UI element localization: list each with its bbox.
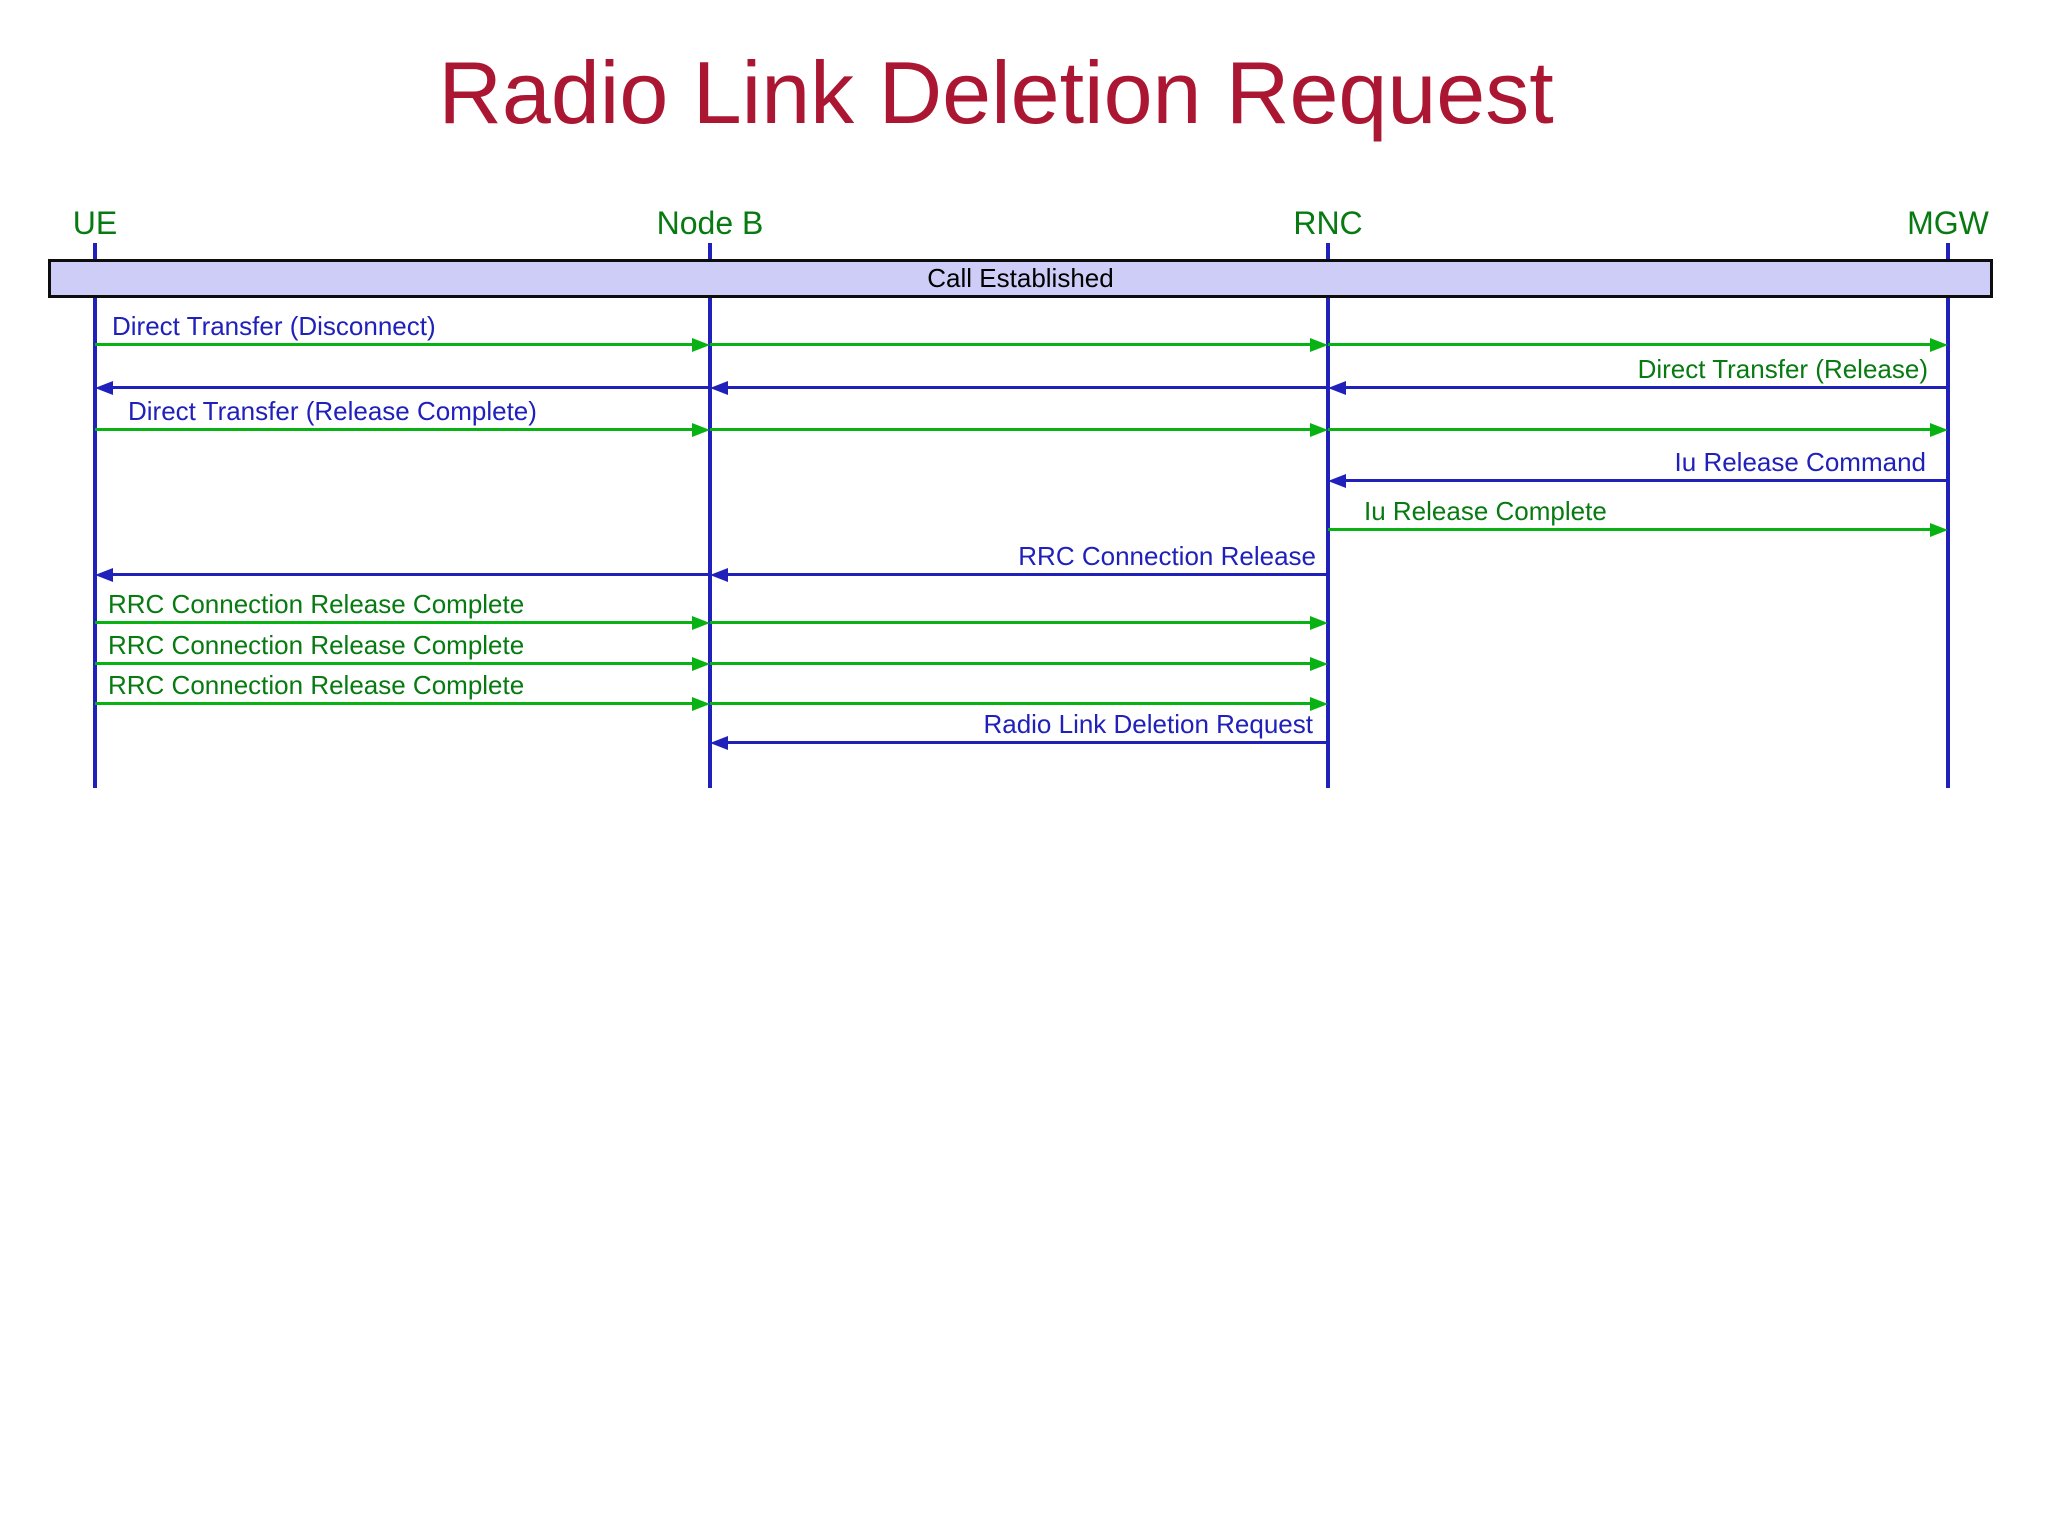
arrowhead-icon bbox=[1310, 338, 1328, 352]
lifeline-rnc bbox=[1326, 243, 1330, 259]
message-line bbox=[1328, 528, 1930, 531]
message-line bbox=[113, 573, 710, 576]
arrowhead-icon bbox=[1310, 697, 1328, 711]
arrowhead-icon bbox=[692, 657, 710, 671]
arrowhead-icon bbox=[710, 736, 728, 750]
arrowhead-icon bbox=[95, 568, 113, 582]
message-label: Direct Transfer (Release Complete) bbox=[128, 396, 537, 426]
message-line bbox=[710, 621, 1310, 624]
arrowhead-icon bbox=[692, 697, 710, 711]
arrowhead-icon bbox=[1310, 657, 1328, 671]
diagram-title: Radio Link Deletion Request bbox=[438, 43, 1554, 142]
arrowhead-icon bbox=[1310, 616, 1328, 630]
message-line bbox=[710, 343, 1310, 346]
message-line bbox=[1328, 343, 1930, 346]
lifeline-ue bbox=[93, 298, 97, 788]
message-line bbox=[728, 741, 1328, 744]
message-line bbox=[95, 343, 692, 346]
message-label: Direct Transfer (Disconnect) bbox=[112, 311, 436, 341]
message-line bbox=[1328, 428, 1930, 431]
lifeline-node-b bbox=[708, 298, 712, 788]
message-line bbox=[1346, 479, 1948, 482]
arrowhead-icon bbox=[1930, 523, 1948, 537]
message-line bbox=[95, 702, 692, 705]
actor-label-ue: UE bbox=[72, 205, 118, 241]
arrowhead-icon bbox=[1328, 474, 1346, 488]
arrowhead-icon bbox=[710, 381, 728, 395]
lifeline-ue bbox=[93, 243, 97, 259]
message-line bbox=[728, 386, 1328, 389]
message-line bbox=[710, 662, 1310, 665]
actor-label-node-b: Node B bbox=[656, 205, 764, 241]
message-line bbox=[95, 662, 692, 665]
arrowhead-icon bbox=[1930, 423, 1948, 437]
arrowhead-icon bbox=[692, 423, 710, 437]
lifeline-mgw bbox=[1946, 243, 1950, 259]
message-label: Radio Link Deletion Request bbox=[983, 709, 1313, 739]
message-label: RRC Connection Release bbox=[1018, 541, 1316, 571]
arrowhead-icon bbox=[1328, 381, 1346, 395]
call-established-band: Call Established bbox=[48, 259, 1993, 298]
message-line bbox=[1346, 386, 1948, 389]
message-line bbox=[710, 428, 1310, 431]
arrowhead-icon bbox=[1310, 423, 1328, 437]
lifeline-mgw bbox=[1946, 298, 1950, 788]
lifeline-rnc bbox=[1326, 298, 1330, 788]
message-label: RRC Connection Release Complete bbox=[108, 630, 525, 660]
message-line bbox=[710, 702, 1310, 705]
arrowhead-icon bbox=[692, 338, 710, 352]
message-label: RRC Connection Release Complete bbox=[108, 589, 525, 619]
arrowhead-icon bbox=[95, 381, 113, 395]
message-label: Direct Transfer (Release) bbox=[1637, 354, 1928, 384]
lifeline-node-b bbox=[708, 243, 712, 259]
message-label: Iu Release Command bbox=[1674, 447, 1926, 477]
message-line bbox=[95, 428, 692, 431]
message-line bbox=[728, 573, 1328, 576]
actor-label-rnc: RNC bbox=[1293, 205, 1363, 241]
arrowhead-icon bbox=[1930, 338, 1948, 352]
message-line bbox=[95, 621, 692, 624]
message-label: Iu Release Complete bbox=[1364, 496, 1607, 526]
actor-label-mgw: MGW bbox=[1907, 205, 1989, 241]
message-line bbox=[113, 386, 710, 389]
arrowhead-icon bbox=[692, 616, 710, 630]
message-label: RRC Connection Release Complete bbox=[108, 670, 525, 700]
arrowhead-icon bbox=[710, 568, 728, 582]
